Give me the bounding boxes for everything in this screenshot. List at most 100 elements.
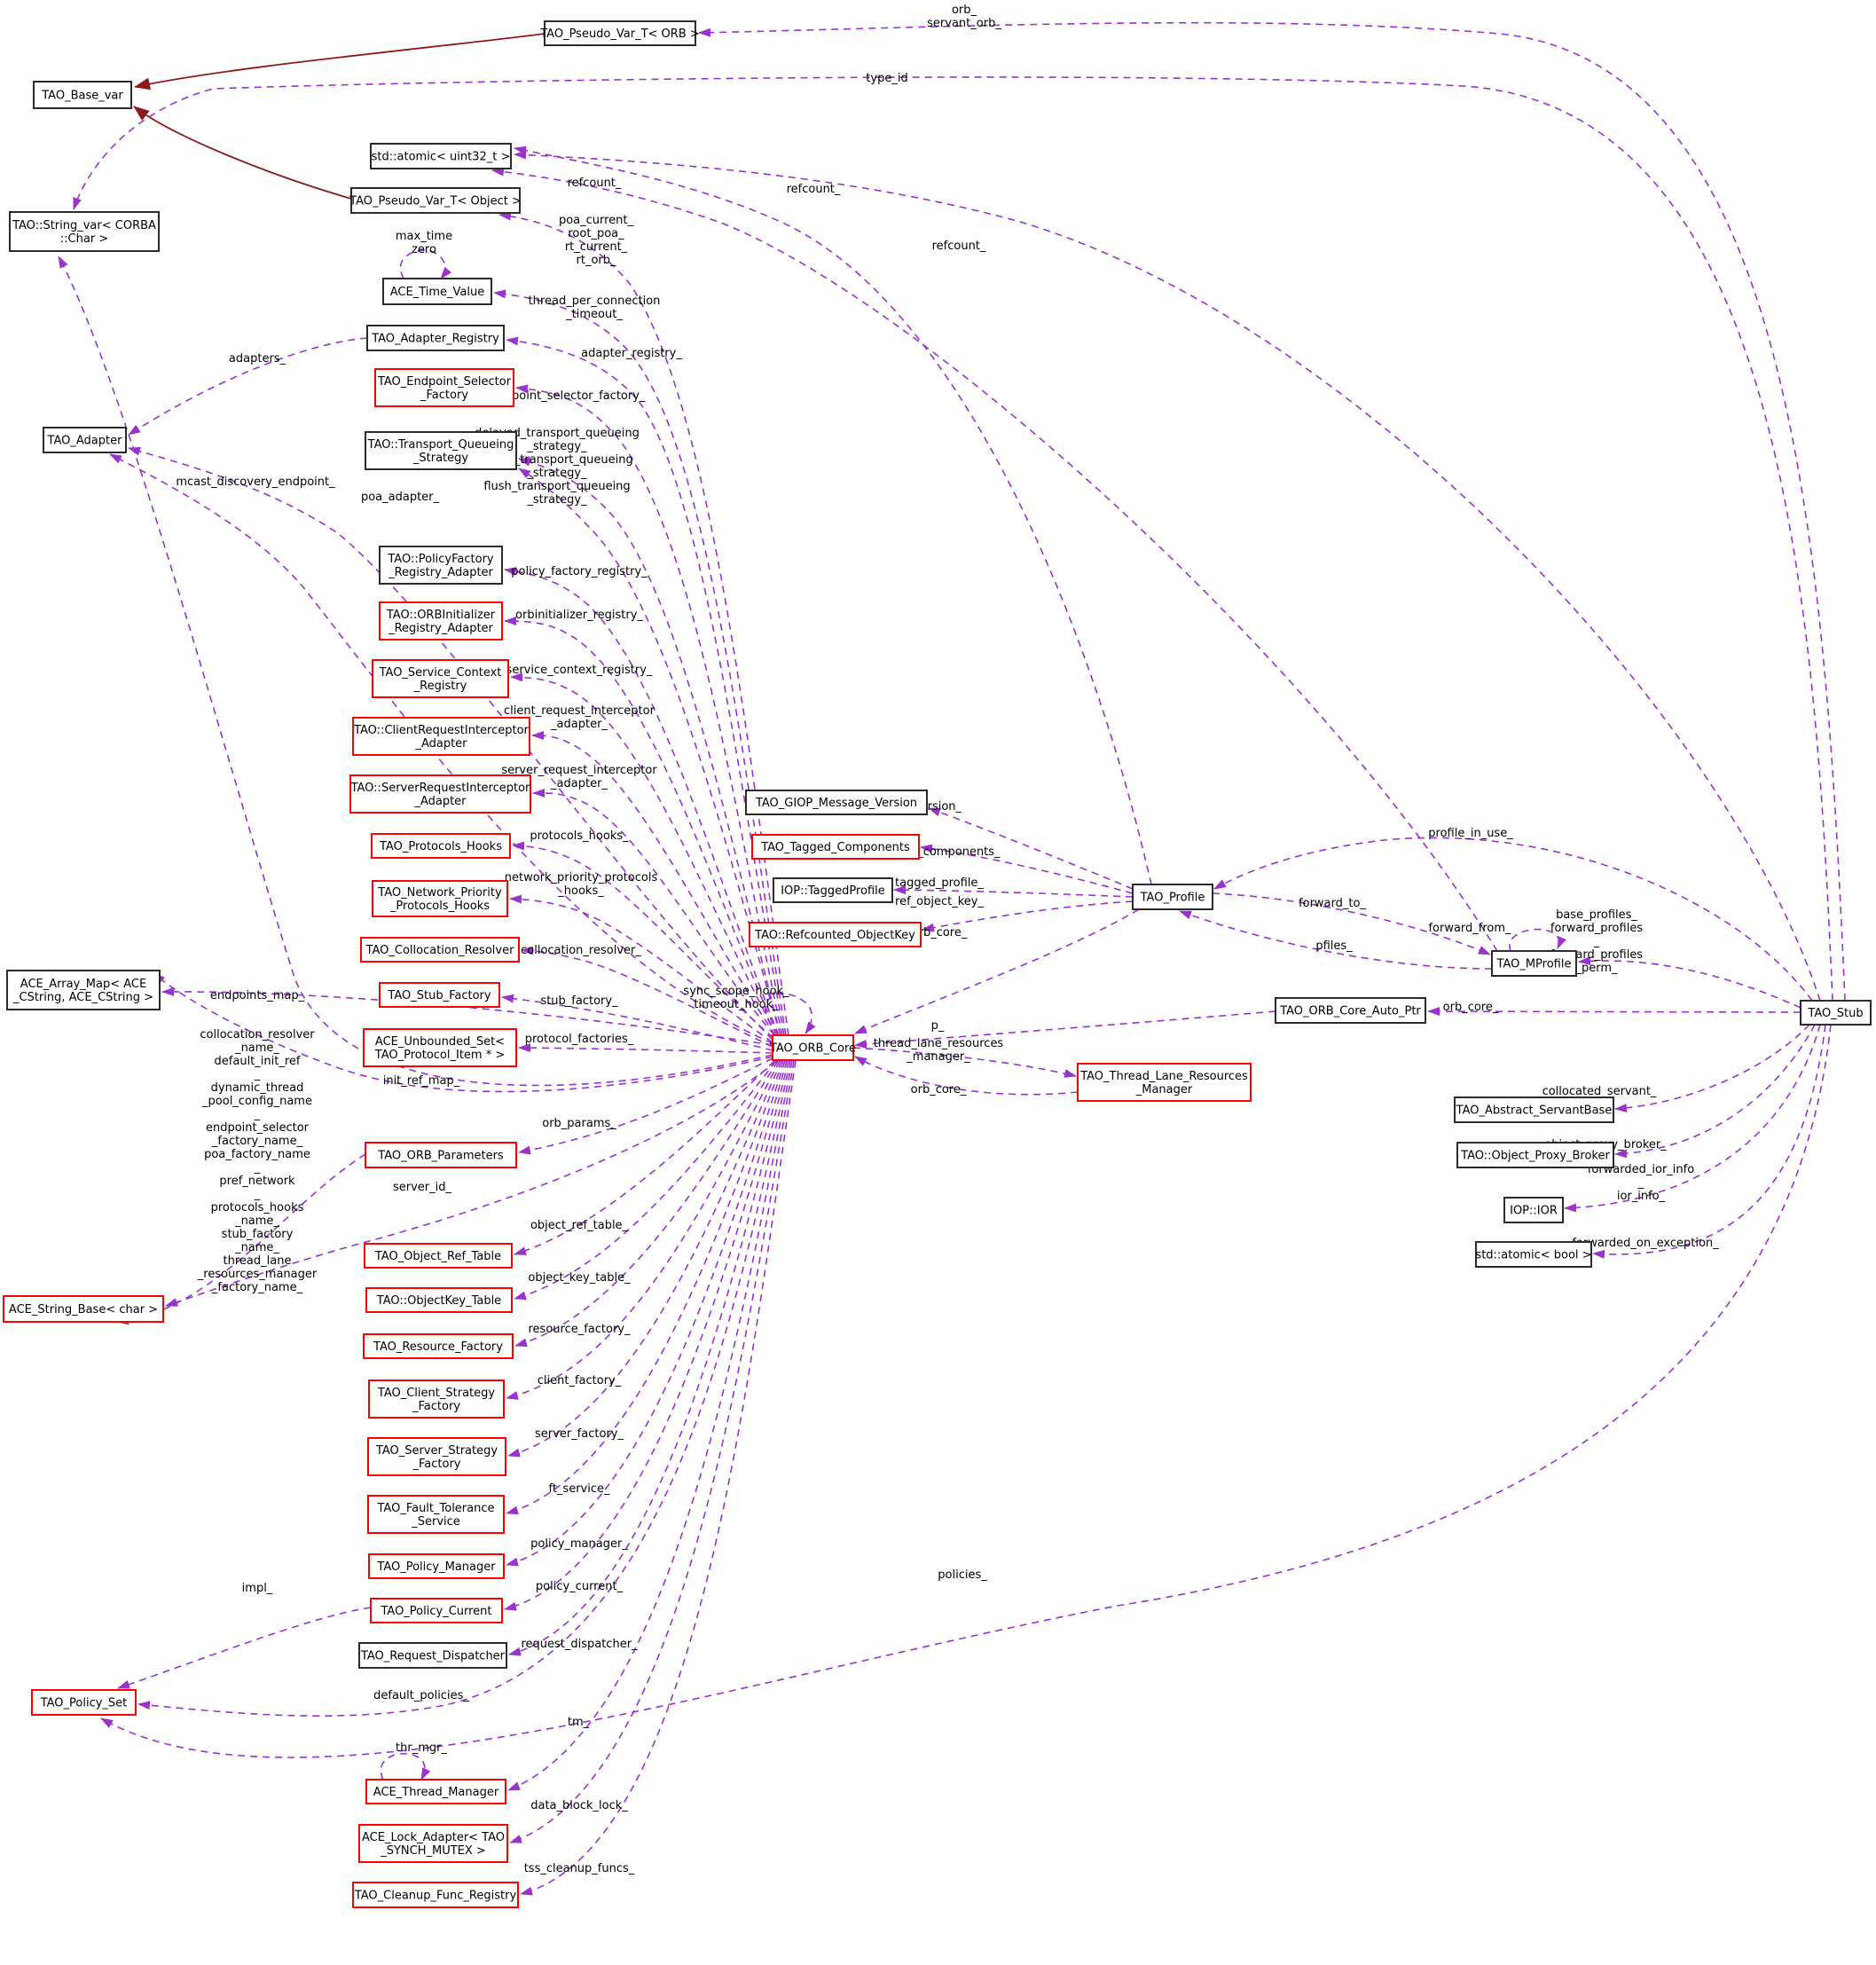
- class-node-box-policy-manager[interactable]: [368, 1553, 505, 1579]
- class-node-iop-ior[interactable]: IOP::IOR: [1503, 1197, 1564, 1223]
- class-node-box-abstract-servantbase[interactable]: [1454, 1096, 1614, 1123]
- class-node-client-request-interceptor-adapter[interactable]: TAO::ClientRequestInterceptor_Adapter: [352, 717, 530, 756]
- class-node-orbinitializer-registry-adapter[interactable]: TAO::ORBInitializer_Registry_Adapter: [379, 601, 503, 641]
- class-node-array-map[interactable]: ACE_Array_Map< ACE_CString, ACE_CString …: [6, 970, 161, 1010]
- class-node-endpoint-selector-factory[interactable]: TAO_Endpoint_Selector_Factory: [374, 368, 514, 407]
- class-node-box-iop-ior[interactable]: [1503, 1197, 1564, 1223]
- class-node-box-atomic-uint32[interactable]: [370, 143, 512, 169]
- class-node-box-stub-factory[interactable]: [379, 982, 500, 1008]
- class-node-network-priority-protocols-hooks[interactable]: TAO_Network_Priority_Protocols_Hooks: [372, 880, 508, 917]
- class-node-box-string-var[interactable]: [9, 211, 160, 252]
- class-node-transport-queueing-strategy[interactable]: TAO::Transport_Queueing_Strategy: [365, 431, 517, 470]
- class-node-server-request-interceptor-adapter[interactable]: TAO::ServerRequestInterceptor_Adapter: [349, 774, 531, 814]
- class-node-mprofile[interactable]: TAO_MProfile: [1491, 950, 1577, 977]
- class-node-box-object-proxy-broker[interactable]: [1456, 1142, 1614, 1168]
- class-node-box-lock-adapter[interactable]: [358, 1824, 508, 1863]
- class-node-box-refcounted-objectkey[interactable]: [749, 922, 922, 947]
- class-node-orb-core-auto-ptr[interactable]: TAO_ORB_Core_Auto_Ptr: [1275, 997, 1426, 1024]
- class-node-policyfactory-registry-adapter[interactable]: TAO::PolicyFactory_Registry_Adapter: [379, 546, 503, 585]
- class-node-abstract-servantbase[interactable]: TAO_Abstract_ServantBase: [1454, 1096, 1614, 1123]
- class-node-box-thread-manager[interactable]: [365, 1779, 506, 1804]
- class-node-stub-factory[interactable]: TAO_Stub_Factory: [379, 982, 500, 1008]
- class-node-box-network-priority-protocols-hooks[interactable]: [372, 880, 508, 917]
- class-node-box-object-ref-table[interactable]: [364, 1243, 513, 1269]
- class-node-box-thread-lane-resources-manager[interactable]: [1077, 1063, 1252, 1102]
- class-node-iop-tagged-profile[interactable]: IOP::TaggedProfile: [773, 877, 893, 903]
- class-node-box-client-strategy-factory[interactable]: [368, 1379, 505, 1419]
- class-node-box-server-strategy-factory[interactable]: [367, 1437, 506, 1476]
- class-node-box-transport-queueing-strategy[interactable]: [365, 431, 517, 470]
- class-node-box-orb-core-auto-ptr[interactable]: [1275, 997, 1426, 1024]
- class-node-server-strategy-factory[interactable]: TAO_Server_Strategy_Factory: [367, 1437, 506, 1476]
- class-node-object-ref-table[interactable]: TAO_Object_Ref_Table: [364, 1243, 513, 1269]
- class-node-unbounded-set[interactable]: ACE_Unbounded_Set<TAO_Protocol_Item * >: [363, 1028, 517, 1067]
- class-node-adapter-registry[interactable]: TAO_Adapter_Registry: [366, 325, 505, 351]
- class-node-box-orb-core[interactable]: [772, 1034, 854, 1061]
- class-node-box-objectkey-table[interactable]: [365, 1287, 513, 1313]
- class-node-atomic-bool[interactable]: std::atomic< bool >: [1475, 1241, 1592, 1268]
- class-node-tao-stub[interactable]: TAO_Stub: [1800, 1000, 1872, 1026]
- class-node-thread-manager[interactable]: ACE_Thread_Manager: [365, 1779, 506, 1804]
- class-node-box-pseudo-var-object[interactable]: [350, 187, 521, 214]
- class-node-fault-tolerance-service[interactable]: TAO_Fault_Tolerance_Service: [367, 1495, 505, 1534]
- class-node-box-unbounded-set[interactable]: [363, 1028, 517, 1067]
- class-node-objectkey-table[interactable]: TAO::ObjectKey_Table: [365, 1287, 513, 1313]
- class-node-request-dispatcher[interactable]: TAO_Request_Dispatcher: [358, 1642, 507, 1669]
- class-node-giop-message-version[interactable]: TAO_GIOP_Message_Version: [745, 790, 928, 815]
- class-node-box-client-request-interceptor-adapter[interactable]: [352, 717, 530, 756]
- class-node-box-string-base[interactable]: [3, 1295, 164, 1323]
- class-node-box-mprofile[interactable]: [1491, 950, 1577, 977]
- class-node-tao-adapter[interactable]: TAO_Adapter: [43, 427, 127, 453]
- class-node-box-orb-parameters[interactable]: [365, 1142, 517, 1168]
- class-node-box-iop-tagged-profile[interactable]: [773, 877, 893, 903]
- class-node-box-request-dispatcher[interactable]: [358, 1642, 507, 1669]
- class-node-service-context-registry[interactable]: TAO_Service_Context_Registry: [372, 659, 509, 698]
- class-node-box-policyfactory-registry-adapter[interactable]: [379, 546, 503, 585]
- class-node-box-ace-time-value[interactable]: [382, 278, 492, 305]
- class-node-object-proxy-broker[interactable]: TAO::Object_Proxy_Broker: [1456, 1142, 1614, 1168]
- class-node-box-tao-stub[interactable]: [1800, 1000, 1872, 1026]
- class-node-box-cleanup-func-registry[interactable]: [352, 1882, 519, 1908]
- class-node-box-policy-current[interactable]: [370, 1598, 503, 1623]
- class-node-box-array-map[interactable]: [6, 970, 161, 1010]
- class-node-box-pseudo-var-orb[interactable]: [544, 20, 696, 46]
- class-node-client-strategy-factory[interactable]: TAO_Client_Strategy_Factory: [368, 1379, 505, 1419]
- class-node-orb-parameters[interactable]: TAO_ORB_Parameters: [365, 1142, 517, 1168]
- class-node-box-giop-message-version[interactable]: [745, 790, 928, 815]
- class-node-box-fault-tolerance-service[interactable]: [367, 1495, 505, 1534]
- class-node-policy-current[interactable]: TAO_Policy_Current: [370, 1598, 503, 1623]
- class-node-box-policy-set[interactable]: [31, 1689, 137, 1716]
- class-node-policy-manager[interactable]: TAO_Policy_Manager: [368, 1553, 505, 1579]
- class-node-base-var[interactable]: TAO_Base_var: [33, 81, 132, 109]
- class-node-lock-adapter[interactable]: ACE_Lock_Adapter< TAO_SYNCH_MUTEX >: [358, 1824, 508, 1863]
- class-node-box-server-request-interceptor-adapter[interactable]: [349, 774, 531, 814]
- class-node-atomic-uint32[interactable]: std::atomic< uint32_t >: [370, 143, 512, 169]
- class-node-box-tao-adapter[interactable]: [43, 427, 127, 453]
- class-node-string-base[interactable]: ACE_String_Base< char >: [3, 1295, 164, 1323]
- class-node-resource-factory[interactable]: TAO_Resource_Factory: [363, 1333, 514, 1359]
- class-node-box-profile[interactable]: [1132, 884, 1213, 910]
- class-node-box-service-context-registry[interactable]: [372, 659, 509, 698]
- class-node-box-endpoint-selector-factory[interactable]: [374, 368, 514, 407]
- class-node-policy-set[interactable]: TAO_Policy_Set: [31, 1689, 137, 1716]
- class-node-box-atomic-bool[interactable]: [1475, 1241, 1592, 1268]
- class-node-protocols-hooks[interactable]: TAO_Protocols_Hooks: [371, 833, 511, 859]
- class-node-box-resource-factory[interactable]: [363, 1333, 514, 1359]
- class-node-tagged-components[interactable]: TAO_Tagged_Components: [751, 834, 920, 860]
- class-node-box-adapter-registry[interactable]: [366, 325, 505, 351]
- class-node-orb-core[interactable]: TAO_ORB_Core: [769, 1034, 856, 1061]
- class-node-box-base-var[interactable]: [33, 81, 132, 109]
- class-node-collocation-resolver[interactable]: TAO_Collocation_Resolver: [360, 937, 520, 963]
- class-node-pseudo-var-object[interactable]: TAO_Pseudo_Var_T< Object >: [349, 187, 522, 214]
- class-node-string-var[interactable]: TAO::String_var< CORBA::Char >: [9, 211, 160, 252]
- class-node-thread-lane-resources-manager[interactable]: TAO_Thread_Lane_Resources_Manager: [1077, 1063, 1252, 1102]
- class-node-profile[interactable]: TAO_Profile: [1132, 884, 1213, 910]
- class-node-refcounted-objectkey[interactable]: TAO::Refcounted_ObjectKey: [749, 922, 922, 947]
- class-node-box-tagged-components[interactable]: [751, 834, 920, 860]
- class-node-pseudo-var-orb[interactable]: TAO_Pseudo_Var_T< ORB >: [539, 20, 700, 46]
- class-node-ace-time-value[interactable]: ACE_Time_Value: [382, 278, 492, 305]
- class-node-cleanup-func-registry[interactable]: TAO_Cleanup_Func_Registry: [352, 1882, 519, 1908]
- class-node-box-protocols-hooks[interactable]: [371, 833, 511, 859]
- class-node-box-orbinitializer-registry-adapter[interactable]: [379, 601, 503, 641]
- class-node-box-collocation-resolver[interactable]: [360, 937, 520, 963]
